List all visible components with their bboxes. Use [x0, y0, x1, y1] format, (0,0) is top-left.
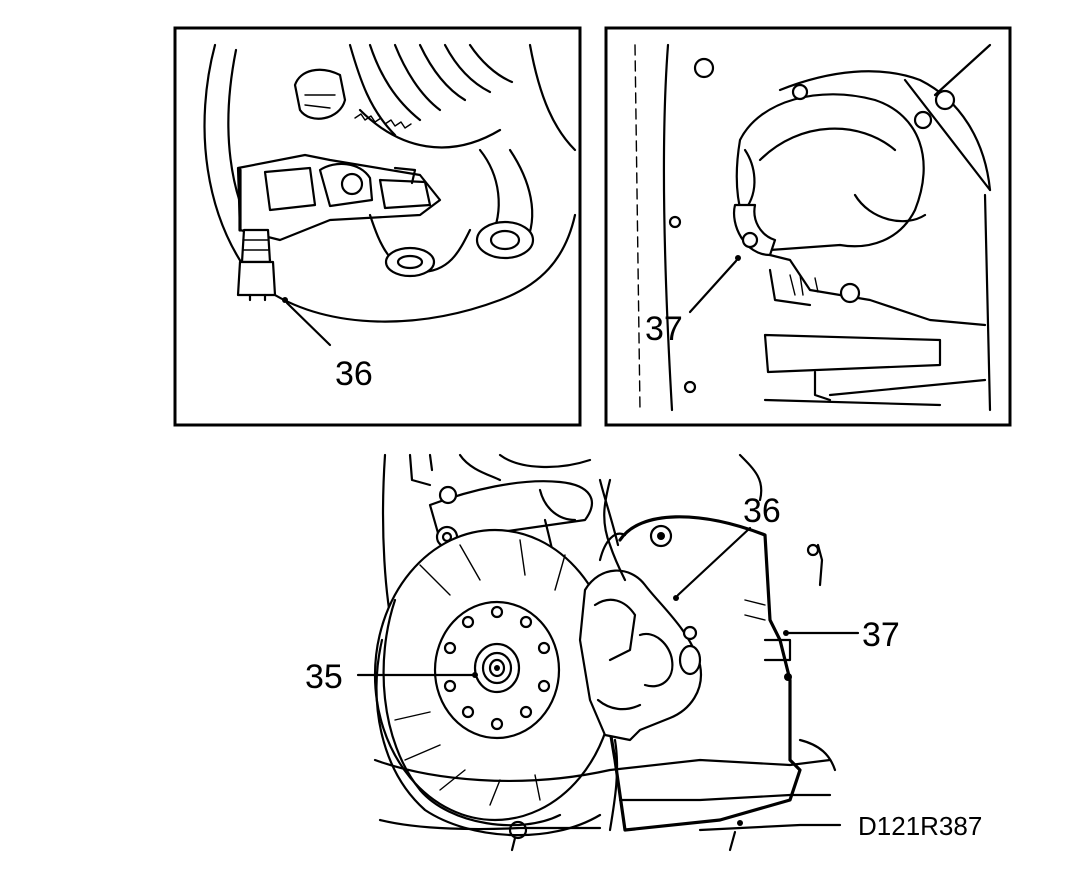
callout-37-bottom: 37 [862, 616, 900, 654]
puller-drawing [203, 43, 577, 323]
inset-splash-shield: 37 [604, 26, 1012, 427]
lug-holes [443, 605, 551, 731]
brake-assembly: 35 36 37 [305, 453, 900, 852]
inset-ball-joint-puller: 36 [173, 26, 582, 427]
callout-37-top: 37 [645, 310, 683, 348]
figure-id: D121R387 [858, 811, 982, 841]
callout-36-top: 36 [335, 355, 373, 393]
shield-drawing [634, 43, 992, 412]
callout-36-bottom: 36 [743, 492, 781, 530]
callout-35: 35 [305, 658, 343, 696]
